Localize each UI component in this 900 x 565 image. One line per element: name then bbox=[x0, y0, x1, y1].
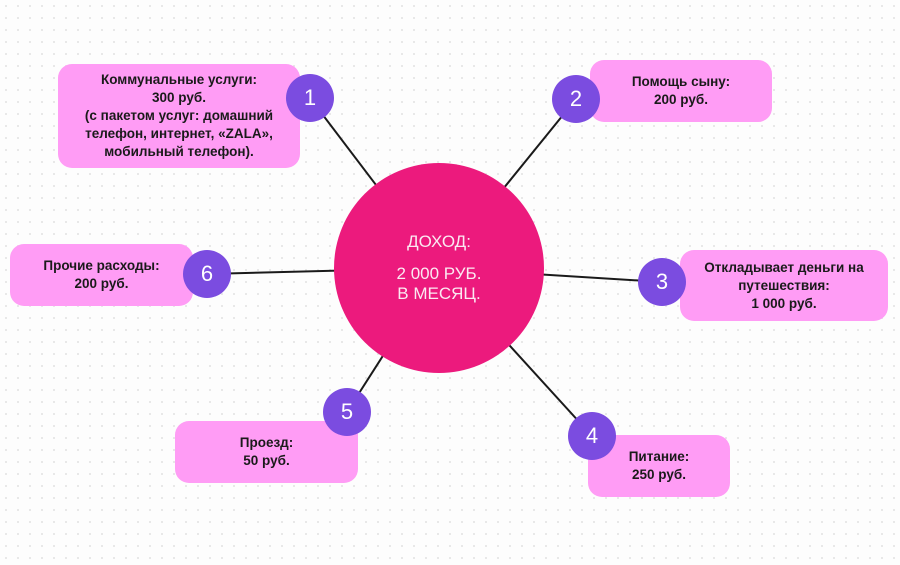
box-text: путешествия: bbox=[738, 277, 830, 293]
box-text: 250 руб. bbox=[632, 467, 686, 482]
number-badge-6: 6 bbox=[183, 250, 231, 298]
box-text: Питание: bbox=[628, 449, 690, 464]
expense-box-transport: Проезд: 50 руб. bbox=[175, 421, 358, 483]
number-badge-4: 4 bbox=[568, 412, 616, 460]
number-badge-5: 5 bbox=[323, 388, 371, 436]
box-text: 200 руб. bbox=[654, 92, 708, 107]
income-amount: 2 000 РУБ. bbox=[396, 264, 482, 283]
box-text: телефон, интернет, «ZALA», bbox=[85, 126, 273, 141]
box-text: Помощь сыну: bbox=[631, 74, 731, 89]
box-text: 300 руб. bbox=[152, 90, 206, 105]
number-badge-2: 2 bbox=[552, 75, 600, 123]
income-circle: ДОХОД: 2 000 РУБ. В МЕСЯЦ. bbox=[334, 163, 544, 373]
income-title: ДОХОД: bbox=[407, 232, 471, 251]
income-period: В МЕСЯЦ. bbox=[397, 284, 481, 303]
box-text: мобильный телефон). bbox=[104, 144, 254, 159]
expense-box-other: Прочие расходы: 200 руб. bbox=[10, 244, 193, 306]
number-badge-3: 3 bbox=[638, 258, 686, 306]
box-text: Коммунальные услуги: bbox=[100, 72, 258, 87]
number-badge-1: 1 bbox=[286, 74, 334, 122]
box-text: Откладывает деньги на bbox=[704, 259, 864, 275]
box-text: 200 руб. bbox=[74, 276, 129, 291]
expense-box-son: Помощь сыну: 200 руб. bbox=[590, 60, 772, 122]
box-text: Прочие расходы: bbox=[43, 258, 160, 273]
box-text: (с пакетом услуг: домашний bbox=[84, 108, 274, 123]
expense-box-travel: Откладывает деньги на путешествия: 1 000… bbox=[680, 250, 888, 321]
box-text: 1 000 руб. bbox=[751, 295, 817, 311]
box-text: Проезд: bbox=[239, 435, 294, 450]
box-text: 50 руб. bbox=[243, 453, 290, 468]
expense-box-utilities: Коммунальные услуги: 300 руб. (с пакетом… bbox=[58, 64, 300, 168]
